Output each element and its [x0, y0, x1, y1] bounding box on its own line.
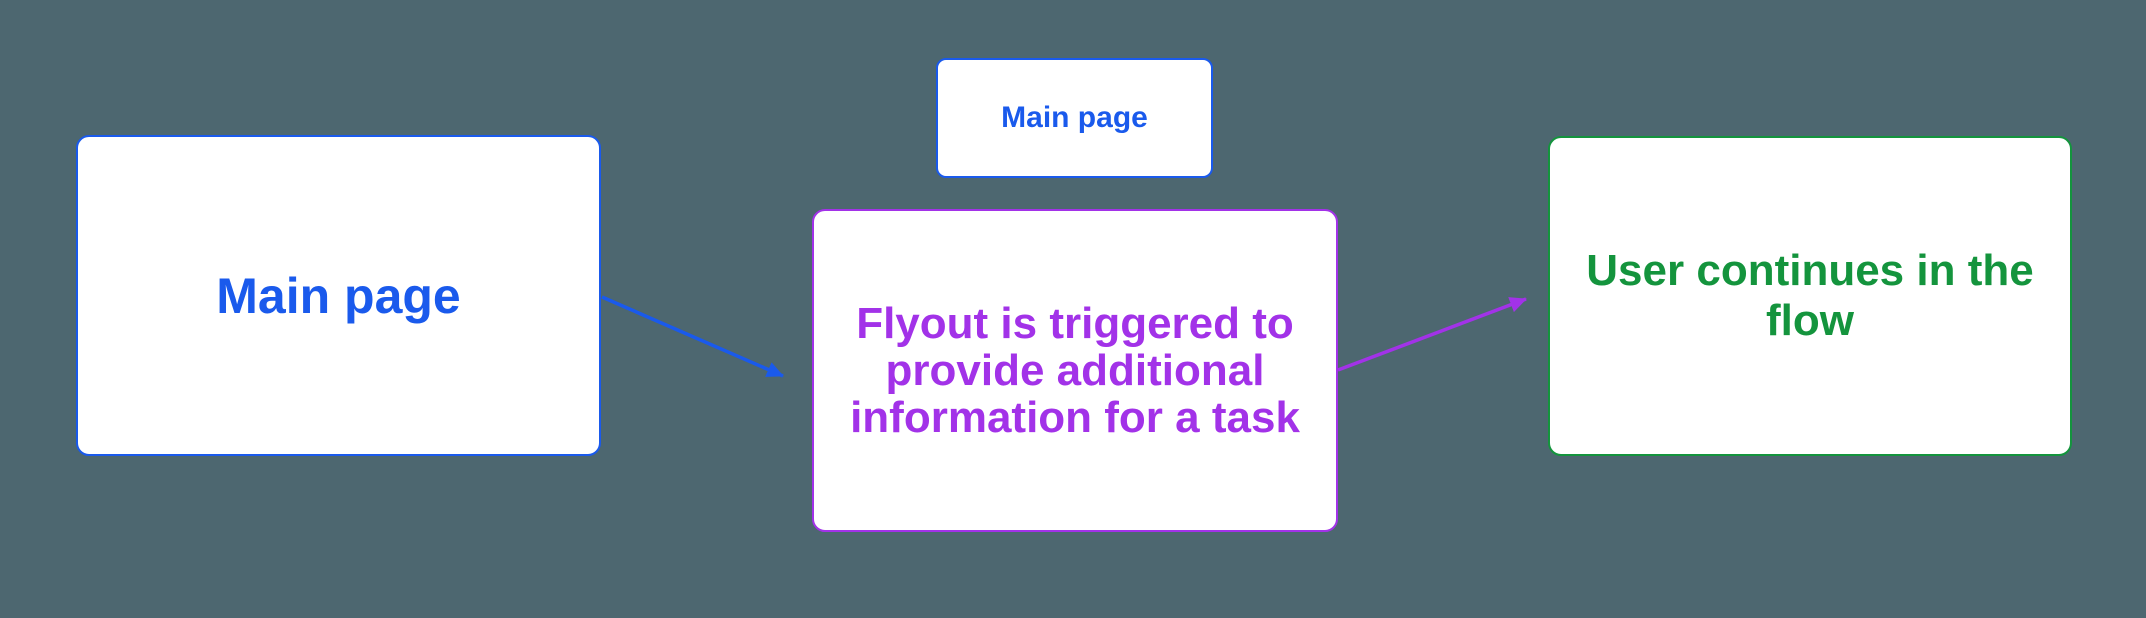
node-flyout-label: Flyout is triggered to provide additiona…: [850, 299, 1300, 442]
connector-flyout-to-continue: [1337, 297, 1527, 372]
node-user-continues-label: User continues in the flow: [1586, 246, 2034, 345]
node-main-page-small[interactable]: Main page: [936, 58, 1213, 178]
node-main-page-label: Main page: [216, 267, 461, 324]
node-user-continues[interactable]: User continues in the flow: [1548, 136, 2072, 456]
node-main-page-small-label: Main page: [1001, 101, 1148, 134]
node-flyout[interactable]: Flyout is triggered to provide additiona…: [812, 209, 1338, 532]
connector-main-to-flyout: [601, 295, 784, 378]
node-main-page[interactable]: Main page: [76, 135, 601, 456]
